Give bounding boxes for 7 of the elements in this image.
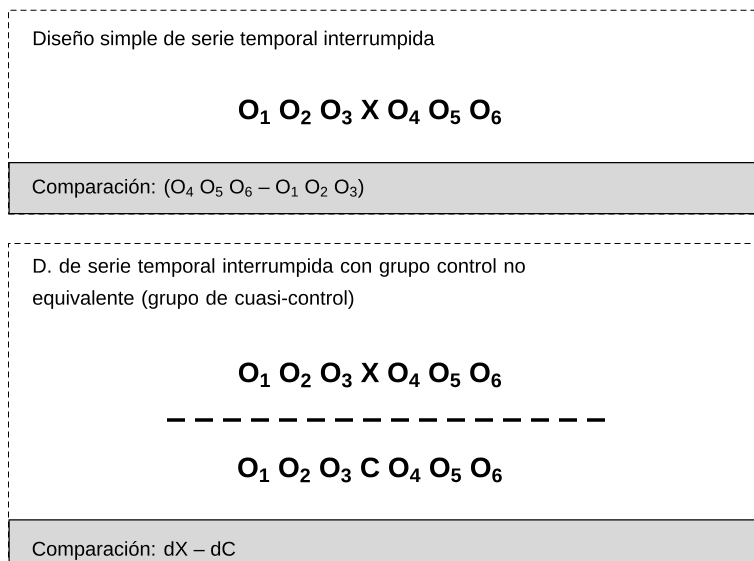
comparison-text: Comparación: (O$_{4}$ O$_{5}$ O$_{6}$ – O$_{1}$ O$_{2}$ O$_{3}$)	[32, 178, 364, 198]
formula-row: O$_{1}$ O$_{2}$ O$_{3}$ X O$_{4}$ O$_{5}$ O$_{6}$	[238, 362, 501, 388]
formula-row: O$_{1}$ O$_{2}$ O$_{3}$ C O$_{4}$ O$_{5}$ O$_{6}$	[238, 458, 502, 482]
comparison-text: Comparación: dX – dC	[32, 540, 236, 560]
heading-text: D. de serie temporal interrumpida con grupo control no equivalente (grupo de cuasi-control)	[33, 258, 525, 309]
heading-text: Diseño simple de serie temporal interrumpida	[34, 30, 435, 50]
formula-row: O$_{1}$ O$_{2}$ O$_{3}$ X O$_{4}$ O$_{5}$ O$_{6}$	[238, 100, 501, 124]
